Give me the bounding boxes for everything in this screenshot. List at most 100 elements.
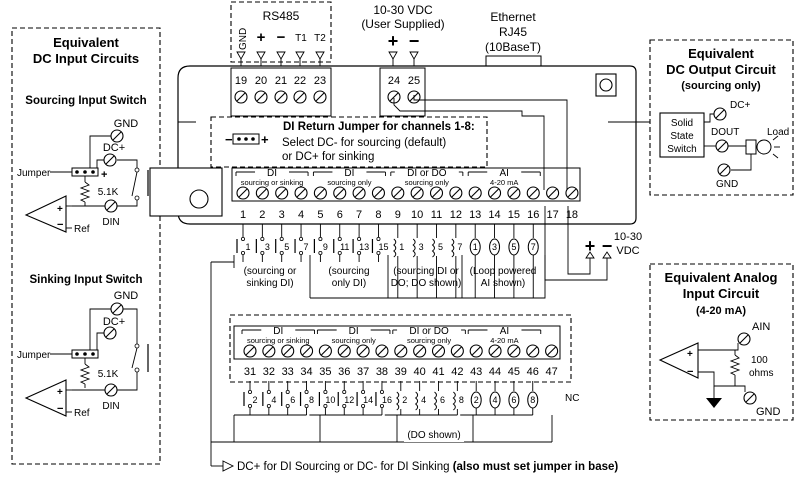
base-mount-hole-right xyxy=(599,78,613,92)
base-channel-13: 3 xyxy=(489,224,501,298)
base-group-name-2: DI or DO xyxy=(407,168,447,179)
base-group-sub-1: sourcing only xyxy=(327,178,371,187)
left-panel-title-2: DC Input Circuits xyxy=(33,51,139,66)
base-group-sub-2: sourcing only xyxy=(405,178,449,187)
exp-terminal-screw-45 xyxy=(507,344,521,358)
rs485-group: RS485 GND + − T1 T2 xyxy=(230,1,332,72)
exp-channel-9: 4 xyxy=(414,381,426,415)
exp-channel-14: 6 xyxy=(508,381,520,415)
exp-terminal-screw-31 xyxy=(243,344,257,358)
base-note-0-line1: (sourcing or xyxy=(244,266,297,277)
dc-output-circuit-panel: Equivalent DC Output Circuit (sourcing o… xyxy=(649,39,794,196)
base-group-sub-0: sourcing or sinking xyxy=(241,178,304,187)
exp-terminal-label-41: 41 xyxy=(432,366,444,378)
exp-terminal-label-44: 44 xyxy=(489,366,501,378)
exp-terminal-label-38: 38 xyxy=(376,366,388,378)
base-channel-12: 1 xyxy=(469,224,481,298)
rs485-pin-t2: T2 xyxy=(314,33,326,44)
output-dcplus-label: DC+ xyxy=(730,100,750,111)
exp-group-sub-2: sourcing only xyxy=(407,336,451,345)
base-terminal-screw-14 xyxy=(487,186,502,200)
top-terminal-label-23: 23 xyxy=(314,75,326,87)
analog-input-circuit-panel: Equivalent Analog Input Circuit (4-20 mA… xyxy=(649,263,794,421)
ethernet-10baset: (10BaseT) xyxy=(485,40,541,54)
output-title-1: Equivalent xyxy=(688,46,754,61)
base-channel-4: 9 xyxy=(313,224,328,262)
exp-channel-num-0: 2 xyxy=(252,395,257,405)
base-channel-num-13: 3 xyxy=(492,242,497,252)
exp-channel-3: 8 xyxy=(299,381,314,415)
di-return-jumper-box: DI Return Jumper for channels 1-8: − + S… xyxy=(210,116,488,168)
base-channel-2: 5 xyxy=(275,224,289,262)
base-terminal-screw-7 xyxy=(352,186,366,200)
exp-group-sub-3: 4-20 mA xyxy=(490,336,518,345)
rs485-label: RS485 xyxy=(263,9,300,23)
rs485-pin-plus: + xyxy=(257,29,266,46)
analog-title-1: Equivalent Analog xyxy=(665,270,778,285)
analog-minus: − xyxy=(687,366,693,378)
exp-channel-15: 8 xyxy=(527,381,539,415)
exp-channel-0: 2 xyxy=(243,381,258,415)
exp-channel-13: 4 xyxy=(489,381,501,415)
output-subtitle: (sourcing only) xyxy=(681,80,761,92)
base-terminal-screw-8 xyxy=(371,186,386,200)
switch-label-2: State xyxy=(670,131,694,142)
base-channel-num-0: 1 xyxy=(245,242,250,252)
sinking-jumper-label: Jumper xyxy=(17,350,51,361)
top-terminal-label-25: 25 xyxy=(408,75,420,87)
exp-channel-7: 16 xyxy=(375,381,392,415)
base-terminal-screw-6 xyxy=(333,186,347,200)
base-terminal-screw-1 xyxy=(236,186,250,200)
base-channel-num-3: 7 xyxy=(304,242,309,252)
exp-channel-11: 8 xyxy=(452,381,464,415)
base-terminal-screw-3 xyxy=(275,186,289,200)
base-note-2-line2: DO; DO shown) xyxy=(391,278,462,289)
sinking-gnd-label: GND xyxy=(114,290,139,302)
base-channel-0: 1 xyxy=(236,224,251,262)
base-terminal-label-4: 4 xyxy=(298,209,304,221)
exp-terminal-screw-34 xyxy=(299,344,314,358)
exp-terminal-screw-44 xyxy=(488,344,502,358)
base-note-1-line2: only DI) xyxy=(332,278,366,289)
base-channel-num-1: 3 xyxy=(265,242,270,252)
exp-terminal-screw-38 xyxy=(375,344,389,358)
sourcing-jumper-label: Jumper xyxy=(17,168,51,179)
jumper-box-minus: − xyxy=(225,132,233,147)
exp-terminal-screw-42 xyxy=(450,344,464,358)
base-channel-num-4: 9 xyxy=(323,242,328,252)
exp-channel-num-2: 6 xyxy=(290,395,295,405)
power-wiring xyxy=(393,95,568,190)
base-terminal-screw-16 xyxy=(526,186,540,200)
top-terminal-label-22: 22 xyxy=(294,75,306,87)
exp-terminal-screw-36 xyxy=(337,344,351,358)
base-note-3-line1: (Loop powered xyxy=(470,266,537,277)
base-terminal-screw-11 xyxy=(429,186,444,200)
switch-label-3: Switch xyxy=(667,144,696,155)
base-channel-num-7: 15 xyxy=(378,242,388,252)
exp-channel-num-5: 12 xyxy=(344,395,354,405)
power-subtitle: (User Supplied) xyxy=(361,17,444,31)
dc-input-circuits-panel: Equivalent DC Input Circuits xyxy=(11,27,161,465)
load-lamp xyxy=(756,139,772,155)
sourcing-gnd-label: GND xyxy=(114,118,139,130)
sinking-input-circuit: Sinking Input Switch GND DC+ Jumper 5.1K… xyxy=(17,274,149,419)
top-terminal-screw-22 xyxy=(293,90,307,104)
sourcing-minus: − xyxy=(57,219,63,231)
load-element xyxy=(745,139,757,155)
base-terminal-screw-5 xyxy=(313,186,327,200)
base-channel-10: 5 xyxy=(431,224,443,298)
base-channel-num-11: 7 xyxy=(457,242,462,252)
svg-text:+: + xyxy=(101,169,107,181)
exp-terminal-screw-47 xyxy=(545,344,559,358)
exp-channel-10: 6 xyxy=(433,381,445,415)
base-terminal-label-1: 1 xyxy=(240,209,246,221)
exp-channel-num-4: 10 xyxy=(325,395,335,405)
power-plus: + xyxy=(388,31,399,51)
base-mount-hole-left xyxy=(189,189,209,209)
base-power-minus: − xyxy=(602,236,613,256)
sourcing-input-circuit: Sourcing Input Switch GND DC+ Jumper + 5… xyxy=(17,95,149,235)
output-title-2: DC Output Circuit xyxy=(666,62,776,77)
